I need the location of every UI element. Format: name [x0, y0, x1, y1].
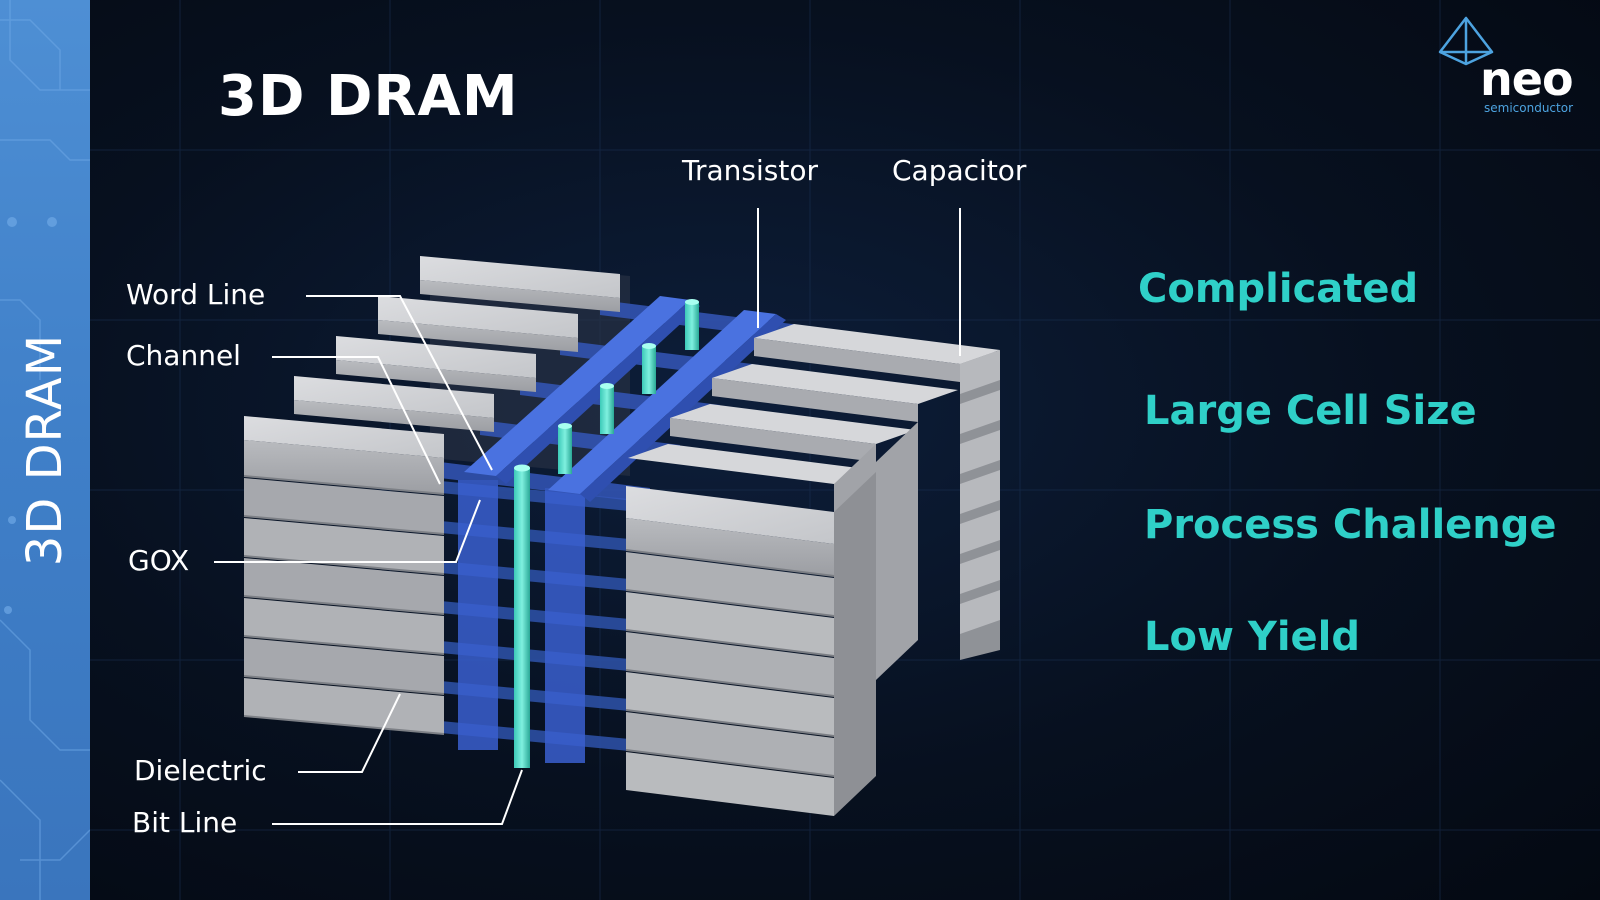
issue-item: Process Challenge	[1144, 502, 1557, 548]
label-capacitor: Capacitor	[892, 154, 1027, 187]
label-transistor: Transistor	[682, 154, 818, 187]
issue-item: Low Yield	[1144, 614, 1360, 660]
channel-pillars	[458, 480, 585, 763]
pyramid-icon	[1438, 16, 1494, 66]
label-channel: Channel	[126, 339, 241, 372]
issue-item: Large Cell Size	[1144, 388, 1477, 434]
transistor-posts	[558, 299, 699, 474]
bit-line	[514, 464, 530, 768]
brand-tagline: semiconductor	[1484, 101, 1574, 115]
leader-lines	[214, 208, 961, 825]
page-title: 3D DRAM	[218, 64, 519, 129]
label-gox: GOX	[128, 544, 190, 577]
brand-name: neo	[1480, 52, 1574, 106]
left-plate-stack	[243, 256, 620, 735]
issue-item: Complicated	[1138, 266, 1419, 312]
label-word-line: Word Line	[126, 278, 266, 311]
leader-dielectric	[298, 693, 401, 773]
leader-gox	[214, 499, 481, 563]
leader-channel	[272, 356, 441, 485]
label-bit-line: Bit Line	[132, 806, 238, 839]
leader-bit-line	[272, 769, 523, 825]
leader-word-line	[306, 295, 493, 471]
right-plate-stack	[625, 324, 1000, 816]
side-band: 3D DRAM	[0, 0, 90, 900]
label-dielectric: Dielectric	[134, 754, 267, 787]
circuit-pattern	[0, 0, 90, 900]
